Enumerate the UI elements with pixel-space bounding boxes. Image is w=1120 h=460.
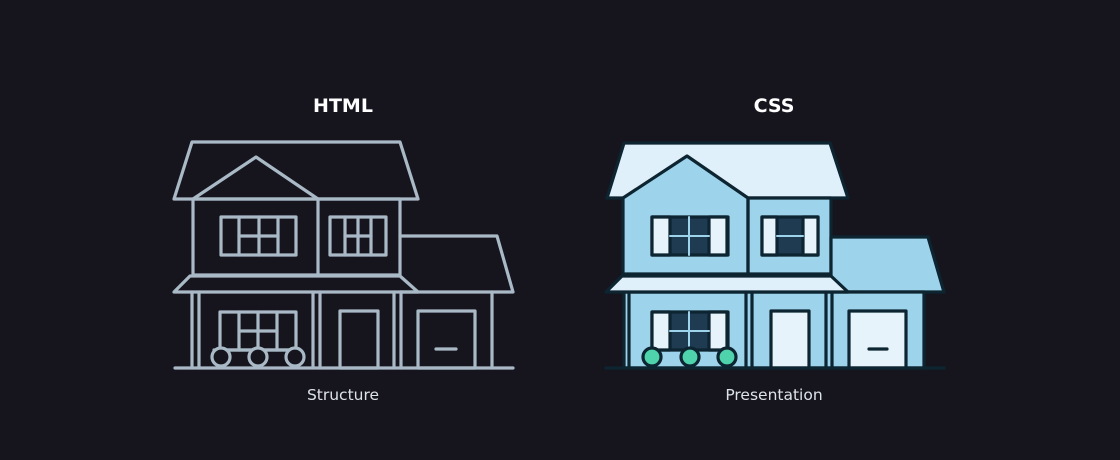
colored-wheels [641,346,738,368]
outline-wheels [210,346,306,368]
colored-garage-roof [829,235,946,294]
outline-garage-roof [398,234,515,294]
html-title: HTML [313,95,373,117]
colored-upper-floor [621,154,833,276]
outline-ground-floor [173,290,515,370]
colored-porch-roof [604,274,850,294]
html-caption: Structure [306,386,380,404]
colored-ground-floor [622,290,926,370]
css-title: CSS [753,95,795,117]
css-caption: Presentation [725,386,823,404]
outline-porch-roof [172,274,420,294]
